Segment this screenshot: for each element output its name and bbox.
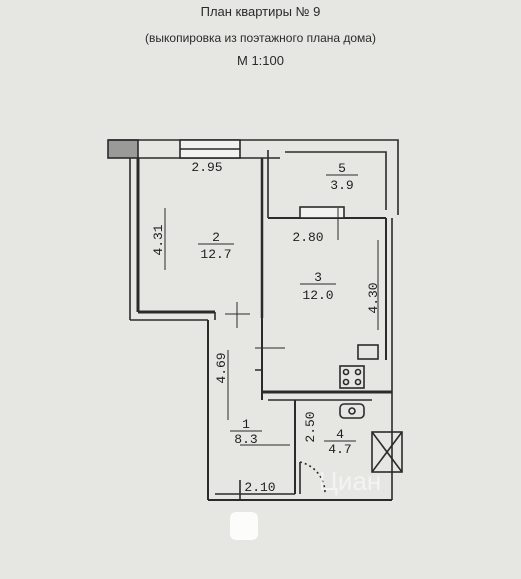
dim-room2-height: 4.31	[151, 224, 166, 255]
dim-room3-height: 4.30	[366, 282, 381, 313]
dim-room1-height: 4.69	[214, 352, 229, 383]
wall-block-top-left	[107, 139, 139, 159]
walls	[107, 139, 403, 501]
room5-area: 3.9	[330, 178, 353, 193]
room4-number: 4	[336, 427, 344, 442]
plan-title: План квартиры № 9	[200, 4, 321, 19]
washbasin-icon	[339, 403, 365, 419]
wall-balcony-inner	[285, 151, 387, 210]
balcony-door	[299, 206, 345, 219]
room2-number: 2	[212, 230, 220, 245]
watermark: Циан	[230, 466, 381, 540]
sink-icon	[357, 344, 379, 360]
stove-burner-icon	[342, 378, 350, 386]
wall-hall-jog	[255, 369, 263, 400]
room3-number: 3	[314, 270, 322, 285]
dim-room4-height: 2.50	[303, 411, 318, 442]
dimension-labels: 2.95 4.31 2.80 4.30 4.69 2.10 2.50	[151, 160, 381, 495]
stove-burner-icon	[354, 368, 362, 376]
washbasin-drain-icon	[348, 407, 356, 415]
dim-room1-width: 2.10	[244, 480, 275, 495]
room1-area: 8.3	[234, 432, 257, 447]
room5-number: 5	[338, 161, 346, 176]
plan-scale: М 1:100	[237, 53, 284, 68]
room1-number: 1	[242, 417, 250, 432]
bath-door-swing	[299, 461, 326, 495]
room2-area: 12.7	[200, 247, 231, 262]
plan-subtitle: (выкопировка из поэтажного плана дома)	[145, 31, 376, 45]
ventilation-shaft	[371, 431, 403, 473]
room-labels: 2 12.7 5 3.9 3 12.0 1 8.3 4 4.7	[198, 161, 358, 457]
room4-area: 4.7	[328, 442, 351, 457]
shaft-cross	[371, 431, 403, 473]
stove-burner-icon	[342, 368, 350, 376]
watermark-text: Циан	[319, 466, 382, 496]
stove-burner-icon	[354, 378, 362, 386]
dim-room2-width: 2.95	[191, 160, 222, 175]
watermark-logo-icon	[230, 512, 258, 540]
stove-icon	[339, 365, 365, 389]
dim-room3-width: 2.80	[292, 230, 323, 245]
room3-area: 12.0	[302, 288, 333, 303]
wall-balcony-outer	[280, 139, 399, 215]
dimension-lines	[164, 208, 379, 446]
